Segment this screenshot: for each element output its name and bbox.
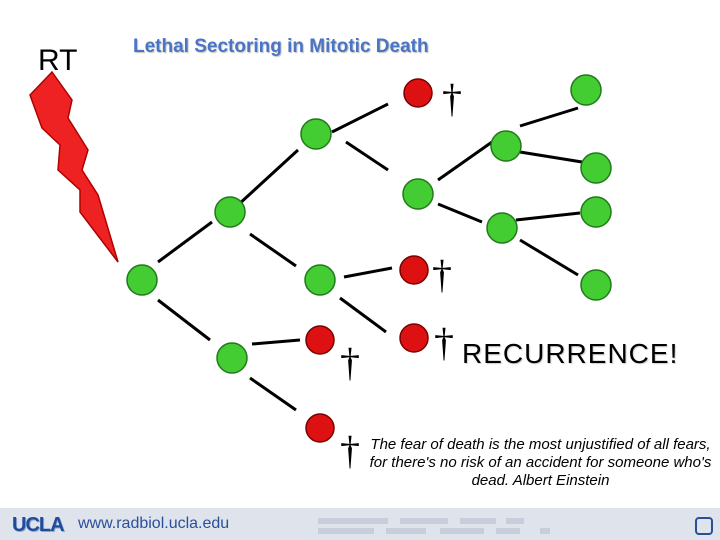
cell-lineage-diagram: † † † † †: [29, 70, 612, 473]
live-cell: [402, 178, 434, 210]
live-cell: [570, 74, 602, 106]
footer-decoration: [540, 528, 550, 534]
footer-decoration: [400, 518, 448, 524]
live-cell: [580, 196, 612, 228]
dead-cells: [305, 78, 433, 443]
live-cell: [300, 118, 332, 150]
dead-cell: [305, 413, 335, 443]
footer-url-link[interactable]: www.radbiol.ucla.edu: [78, 515, 230, 532]
lightning-bolt-icon: [29, 70, 119, 263]
live-cell: [214, 196, 246, 228]
lineage-lines: [157, 102, 583, 412]
live-cell: [126, 264, 158, 296]
live-cells: [126, 74, 612, 374]
footer-decoration: [496, 528, 520, 534]
live-cell: [486, 212, 518, 244]
dagger-icon: †: [442, 76, 462, 121]
recurrence-label: RECURRENCE!: [462, 338, 679, 369]
footer-bar: [0, 508, 720, 540]
footer-decoration: [440, 528, 484, 534]
rt-label: RT: [38, 44, 78, 77]
ucla-logo: UCLA: [12, 514, 65, 536]
live-cell: [304, 264, 336, 296]
dead-cell: [399, 255, 429, 285]
slide-title: Lethal Sectoring in Mitotic Death: [133, 36, 429, 57]
footer-decoration: [318, 528, 374, 534]
footer-decoration: [386, 528, 426, 534]
einstein-quote: The fear of death is the most unjustifie…: [369, 436, 712, 489]
live-cell: [580, 152, 612, 184]
dagger-icon: †: [432, 252, 452, 297]
live-cell: [580, 269, 612, 301]
footer-nav-button[interactable]: [695, 517, 713, 535]
dagger-icon: †: [434, 320, 454, 365]
live-cell: [216, 342, 248, 374]
dagger-icon: †: [340, 428, 360, 473]
footer-decoration: [318, 518, 388, 524]
dead-cell: [399, 323, 429, 353]
footer-decoration: [506, 518, 524, 524]
dead-cell: [403, 78, 433, 108]
dagger-icon: †: [340, 340, 360, 385]
dead-cell: [305, 325, 335, 355]
live-cell: [490, 130, 522, 162]
footer-decoration: [460, 518, 496, 524]
